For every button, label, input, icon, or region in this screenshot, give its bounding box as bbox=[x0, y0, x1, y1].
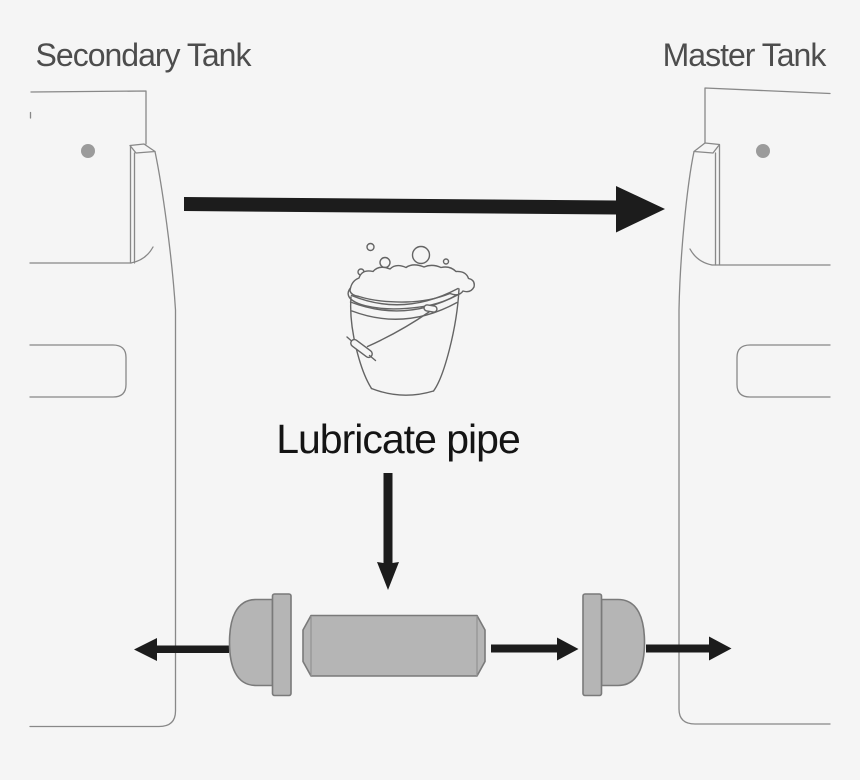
bubble bbox=[411, 245, 431, 265]
bucket-handle-grip bbox=[350, 338, 373, 359]
bucket-base bbox=[370, 387, 435, 396]
master-tank: Master Tank bbox=[663, 37, 831, 725]
secondary-tank-top-edge bbox=[30, 90, 147, 145]
master-tank-inner-curve bbox=[689, 248, 713, 266]
secondary-tank-rivet-dot bbox=[81, 144, 95, 158]
secondary-tank-outer-wall bbox=[29, 150, 177, 728]
pipe-middle-arrow-icon bbox=[491, 637, 579, 661]
pipe-left-flange bbox=[271, 593, 292, 697]
bubble bbox=[366, 242, 375, 252]
master-tank-lip-top bbox=[693, 142, 721, 154]
pipe-body bbox=[302, 614, 486, 677]
bucket-handle-wire-tail bbox=[368, 354, 377, 362]
main-transfer-arrow-icon bbox=[184, 186, 665, 233]
bubble bbox=[379, 256, 391, 269]
bucket-right-side bbox=[432, 288, 460, 392]
master-tank-rivet-dot bbox=[756, 144, 770, 158]
bucket-handle-wire bbox=[366, 311, 430, 348]
flow-arrows bbox=[134, 186, 732, 661]
pipe-right-end-cap bbox=[600, 598, 646, 687]
pipe-right-arrow-icon bbox=[646, 636, 732, 661]
secondary-tank-lip-top bbox=[129, 143, 156, 154]
secondary-tank-inner-curve bbox=[130, 246, 154, 264]
bucket-band-line bbox=[351, 301, 458, 320]
secondary-tank-label: Secondary Tank bbox=[36, 37, 253, 73]
pipe-assembly bbox=[228, 593, 646, 697]
pipe-left-end-cap bbox=[228, 598, 274, 687]
lubricate-pipe-label: Lubricate pipe bbox=[276, 416, 520, 462]
secondary-tank: Secondary Tank bbox=[29, 37, 253, 728]
pipe-body-bevel-lines bbox=[310, 616, 478, 676]
master-tank-top-edge bbox=[704, 87, 831, 144]
master-tank-label: Master Tank bbox=[663, 37, 828, 73]
secondary-tank-lip-front bbox=[129, 145, 136, 264]
secondary-tank-handle-recess bbox=[29, 344, 127, 398]
master-tank-lip-front bbox=[714, 144, 721, 266]
pipe-left-arrow-icon bbox=[134, 638, 229, 661]
master-tank-outer-wall bbox=[678, 150, 831, 725]
lubricate-down-arrow-icon bbox=[377, 473, 399, 590]
bucket-rim-band bbox=[349, 293, 460, 312]
pipe-right-flange bbox=[582, 593, 603, 697]
bucket-icon bbox=[346, 242, 475, 396]
bucket-foam bbox=[349, 264, 475, 303]
bubble bbox=[442, 258, 450, 265]
bucket-rim-inner-edge bbox=[350, 287, 459, 306]
master-tank-handle-recess bbox=[736, 344, 831, 398]
bucket-handle-wire-end bbox=[346, 336, 352, 342]
bucket-handle-mount bbox=[423, 304, 438, 313]
